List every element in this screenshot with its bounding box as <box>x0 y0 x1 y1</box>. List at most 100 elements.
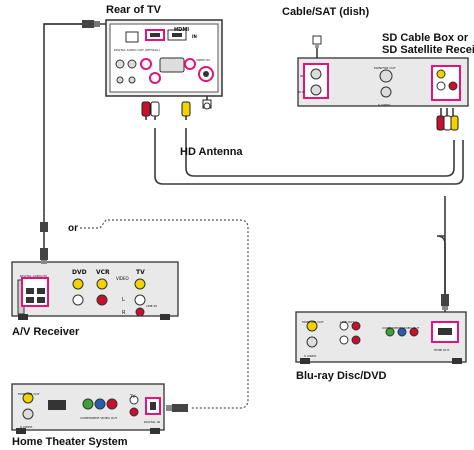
av-jack-tv-l <box>134 294 146 306</box>
tv-jack-white-in <box>149 72 161 84</box>
bluray-comp-pb <box>397 327 407 337</box>
sd-box-device <box>297 57 469 107</box>
hdmi-plug-top <box>82 20 100 28</box>
sd-box-jack-white <box>436 81 446 91</box>
av-receiver-foot-left-2 <box>18 314 28 320</box>
bluray-hdmi-plug-body <box>441 294 449 306</box>
dish-plug-tip <box>315 44 319 48</box>
sd-text-monitor: MONITOR OUT <box>374 66 396 70</box>
sd-box-rf-in <box>310 68 322 80</box>
sd-box-rf-out <box>310 84 322 96</box>
tv-text-hdmi: HDMI <box>174 27 190 33</box>
optical-plug-body <box>40 222 48 232</box>
cable-tv-to-sd-box-2 <box>185 128 455 177</box>
label-bluray: Blu-ray Disc/DVD <box>296 370 387 382</box>
ht-comp-pb <box>94 398 106 410</box>
bluray-line-out-l <box>339 321 349 331</box>
ht-text-monitor: MONITOR OUT <box>18 392 40 396</box>
sd-text-in: IN <box>300 74 304 78</box>
bluray-line-out-r <box>351 321 361 331</box>
av-text-dvd: DVD <box>72 269 87 276</box>
tv-jack-4 <box>128 76 136 84</box>
av-hdmi-plug-body <box>40 248 48 260</box>
av-jack-dvd-audio <box>72 294 84 306</box>
ht-comp-pr <box>106 398 118 410</box>
av-text-vcr: VCR <box>96 269 110 276</box>
av-jack-vcr-audio <box>96 294 108 306</box>
br-text-hdmi: HDMI OUT <box>434 348 450 352</box>
av-hdmi-plug <box>40 248 48 264</box>
av-jack-tv-video <box>134 278 146 290</box>
optical-plug-top <box>40 222 48 232</box>
dashed-optical-path <box>43 212 249 409</box>
sd-box-plugs <box>436 115 459 131</box>
home-theater-device <box>11 383 165 434</box>
dish-plug <box>312 35 322 45</box>
br-text-line-out: LINE OUT <box>340 320 355 324</box>
br-text-monitor: MONITOR OUT <box>302 320 324 324</box>
sd-box-jack-yellow <box>436 69 446 79</box>
label-av-receiver: A/V Receiver <box>12 326 80 338</box>
tv-jack-2 <box>127 59 137 69</box>
sd-plug-yellow <box>450 115 459 131</box>
bluray-hdmi-plug <box>441 294 449 310</box>
ht-digital-slot <box>150 402 156 410</box>
dish-connector <box>312 35 322 48</box>
label-home-theater: Home Theater System <box>12 436 128 448</box>
tv-antenna-pin <box>203 71 209 77</box>
tv-text-video: VIDEO IN <box>196 58 210 62</box>
label-sd-box-line2: SD Satellite Receiver <box>382 44 474 56</box>
tv-plug-yellow <box>181 101 191 117</box>
hdmi-plug-body <box>82 20 94 28</box>
ht-svideo-jack <box>22 408 34 420</box>
tv-plug-red <box>141 101 151 117</box>
av-jack-tv-r <box>135 307 145 317</box>
tv-antenna-plug-head <box>203 102 211 110</box>
tv-optical-port <box>125 31 139 43</box>
bluray-comp-pr <box>409 327 419 337</box>
sd-text-out: OUT <box>298 90 305 94</box>
label-hd-antenna: HD Antenna <box>180 146 243 158</box>
bluray-foot-left <box>300 358 310 364</box>
tv-device <box>105 19 223 97</box>
tv-jack-red-in <box>140 58 152 70</box>
sd-box-monitor-jack <box>379 69 393 83</box>
tv-rca-plugs <box>141 99 212 117</box>
ht-tv-audio-r <box>129 407 139 417</box>
bluray-body <box>295 311 467 363</box>
label-or: or <box>68 223 78 234</box>
bluray-comp-y <box>385 327 395 337</box>
ht-text-component: COMPONENT VIDEO OUT <box>80 416 118 420</box>
sd-box-svideo-jack <box>380 86 392 98</box>
tv-text-in: IN <box>192 34 197 39</box>
ht-text-digital: DIGITAL IN <box>144 420 160 424</box>
label-sd-box-line1: SD Cable Box or <box>382 32 469 44</box>
ht-text-svideo: S VIDEO <box>20 425 33 429</box>
av-hdmi-slot-4 <box>37 297 45 303</box>
av-text-r: R <box>122 310 126 316</box>
tv-plug-white <box>150 101 160 117</box>
tv-text-digital: DIGITAL AUDIO OUT (OPTICAL) <box>114 48 160 52</box>
av-jack-dvd-video <box>72 278 84 290</box>
bluray-device <box>295 311 467 364</box>
cable-tv-to-sd-box <box>154 128 464 185</box>
av-text-l: L <box>122 297 125 303</box>
tv-vga-port <box>159 57 185 73</box>
tv-jack-yellow-in <box>184 58 196 70</box>
bluray-hdmi-slot <box>438 328 452 335</box>
ht-monitor-jack <box>22 392 34 404</box>
av-receiver-foot-right <box>160 314 170 320</box>
bluray-line-out-l2 <box>339 335 349 345</box>
tv-hdmi-slot <box>150 33 160 37</box>
tv-hdmi-slot-2 <box>172 33 182 37</box>
ht-optical-plug-body <box>172 404 188 412</box>
label-cable-sat-dish: Cable/SAT (dish) <box>282 6 370 18</box>
ht-tv-audio-l <box>129 395 139 405</box>
av-text-tv: TV <box>136 269 145 276</box>
av-jack-vcr-video <box>96 278 108 290</box>
av-hdmi-slot-2 <box>37 288 45 294</box>
ht-optical-plug <box>166 404 188 412</box>
ht-optical-plug-tip <box>166 405 172 411</box>
ht-foot-right <box>150 428 160 434</box>
